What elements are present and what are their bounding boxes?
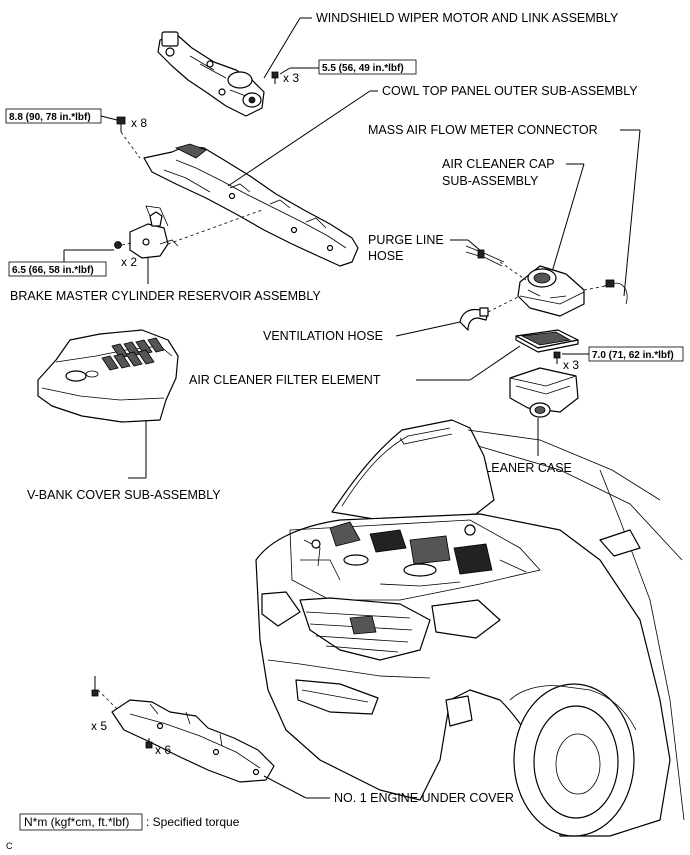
- brake-nut-qty: x 2: [121, 255, 137, 269]
- brake-nut-icon: [114, 241, 122, 249]
- case-bolt-qty: x 3: [563, 358, 579, 372]
- case-torque-value: 7.0 (71, 62 in.*lbf): [592, 350, 674, 361]
- brake-reservoir-label: BRAKE MASTER CYLINDER RESERVOIR ASSEMBLY: [10, 289, 321, 303]
- air-cleaner-cap-label-line1: AIR CLEANER CAP: [442, 157, 555, 171]
- legend-description: : Specified torque: [146, 815, 240, 829]
- case-bolt-icon: [553, 351, 561, 364]
- vbank-cover-illustration: [37, 329, 179, 423]
- lower-bolt-icon: [145, 738, 153, 749]
- legend-torque-box: [19, 813, 143, 831]
- cowl-torque-value: 8.8 (90, 78 in.*lbf): [9, 112, 91, 123]
- wiper-bolt-qty: x 3: [283, 71, 299, 85]
- brake-torque-box: [8, 261, 107, 277]
- brake-torque-value: 6.5 (66, 58 in.*lbf): [12, 265, 94, 276]
- air-cleaner-cap-illustration: [517, 265, 585, 317]
- purge-line-label-line1: PURGE LINE: [368, 233, 444, 247]
- cowl-bolt-qty: x 8: [131, 116, 147, 130]
- wiper-torque-value: 5.5 (56, 49 in.*lbf): [322, 63, 404, 74]
- cowl-top-panel-illustration: [143, 143, 359, 267]
- under-cover-upper-qty: x 5: [91, 719, 107, 733]
- purge-line-label-line2: HOSE: [368, 249, 403, 263]
- filter-element-illustration: [515, 329, 579, 353]
- air-cleaner-cap-label-line2: SUB-ASSEMBLY: [442, 174, 539, 188]
- wiper-motor-label: WINDSHIELD WIPER MOTOR AND LINK ASSEMBLY: [316, 11, 619, 25]
- corner-code: C: [6, 841, 13, 851]
- wiper-motor-illustration: [157, 31, 265, 117]
- filter-element-label: AIR CLEANER FILTER ELEMENT: [189, 373, 381, 387]
- engine-under-cover-illustration: [111, 699, 275, 783]
- air-cleaner-case-illustration: [509, 367, 579, 418]
- wiper-torque-box: [318, 59, 417, 75]
- cowl-top-label: COWL TOP PANEL OUTER SUB-ASSEMBLY: [382, 84, 638, 98]
- maf-connector-label: MASS AIR FLOW METER CONNECTOR: [368, 123, 598, 137]
- purge-hose-illustration: [465, 245, 505, 267]
- ventilation-hose-illustration: [459, 307, 489, 331]
- brake-reservoir-illustration: [129, 205, 179, 259]
- vbank-cover-label: V-BANK COVER SUB-ASSEMBLY: [27, 488, 221, 502]
- cowl-bolt-icon: [116, 116, 126, 132]
- vehicle-front-illustration: [255, 419, 685, 837]
- legend-torque-units: N*m (kgf*cm, ft.*lbf): [24, 815, 129, 829]
- engine-under-cover-label: NO. 1 ENGINE UNDER COVER: [334, 791, 514, 805]
- wiper-bolt-icon: [271, 71, 279, 84]
- under-cover-lower-qty: x 6: [155, 743, 171, 757]
- maf-connector-illustration: [603, 279, 628, 305]
- ventilation-hose-label: VENTILATION HOSE: [263, 329, 383, 343]
